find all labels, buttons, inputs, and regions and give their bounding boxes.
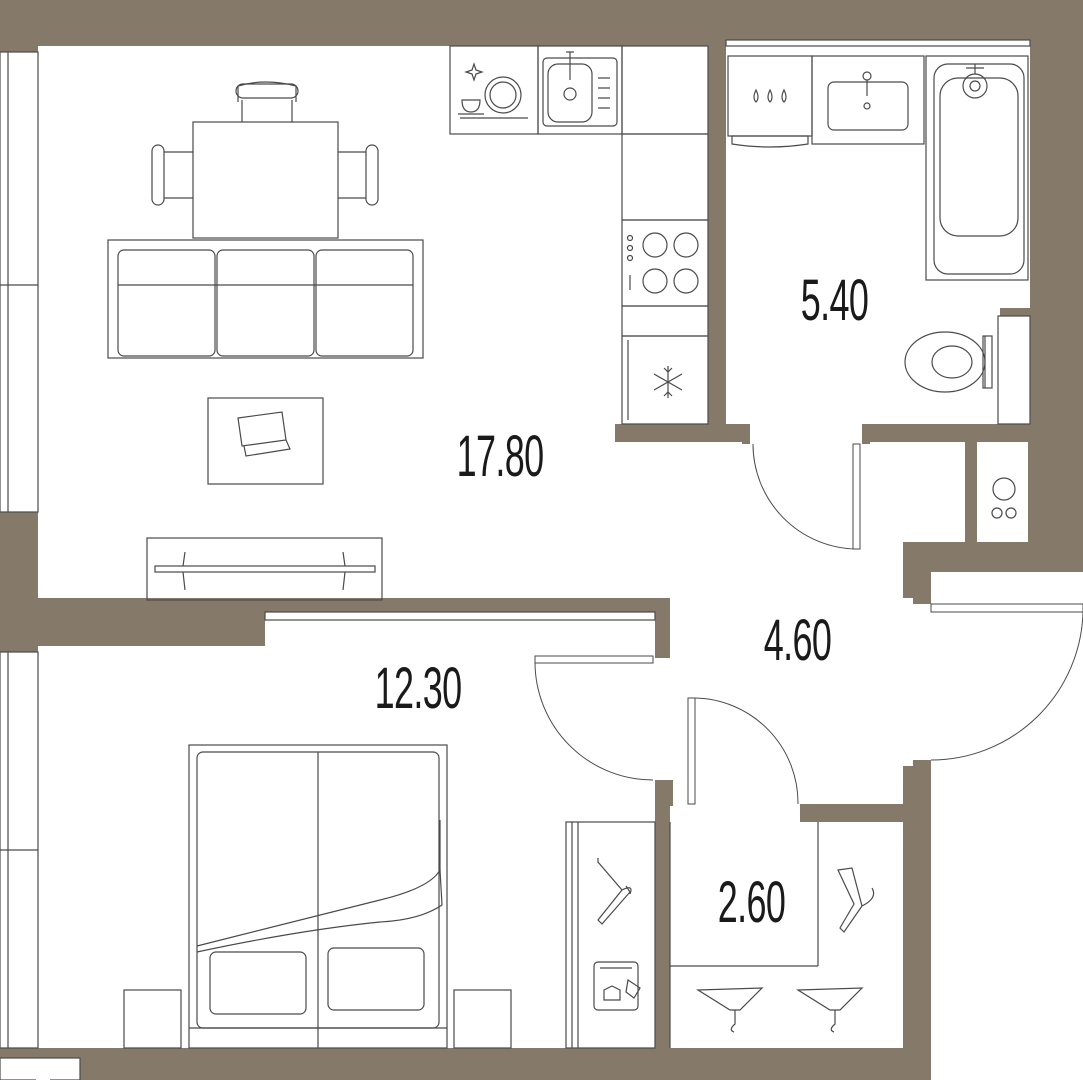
bathtub-icon: [925, 55, 1029, 281]
area-label-wardrobe: 2.60: [717, 870, 786, 935]
area-label-bathroom: 5.40: [800, 268, 869, 333]
coat-hanger-icon: [796, 987, 864, 1033]
coffee-table-icon: [207, 397, 324, 485]
wall-gap: [36, 1070, 50, 1080]
coat-hanger-icon: [837, 867, 875, 933]
doors: [534, 443, 1083, 805]
bedroom-wardrobe: [565, 821, 656, 1049]
coat-hanger-icon: [597, 858, 632, 925]
dishwasher-icon: [458, 62, 528, 119]
windows: [0, 39, 1031, 1080]
safe-icon: [593, 961, 641, 1011]
wardrobe-shelves: [669, 822, 819, 1048]
bathroom-sink-icon: [811, 55, 925, 145]
fridge-icon: [627, 340, 683, 420]
kitchen-counter: [449, 45, 709, 425]
tv-stand-icon: [146, 537, 383, 601]
nightstand-icon: [123, 989, 512, 1049]
area-label-living-kitchen: 17.80: [456, 424, 545, 489]
toilet-icon: [904, 315, 1031, 425]
double-bed-icon: [188, 744, 448, 1049]
washing-machine-icon: [727, 55, 813, 148]
kitchen-sink-icon: [542, 51, 618, 127]
boiler-icon: [991, 477, 1017, 519]
stove-icon: [626, 232, 699, 294]
coat-hanger-icon: [696, 987, 764, 1033]
dining-table-icon: [151, 81, 379, 239]
sofa-icon: [107, 239, 424, 359]
area-label-bedroom: 12.30: [374, 656, 463, 721]
area-label-hallway: 4.60: [763, 608, 832, 673]
